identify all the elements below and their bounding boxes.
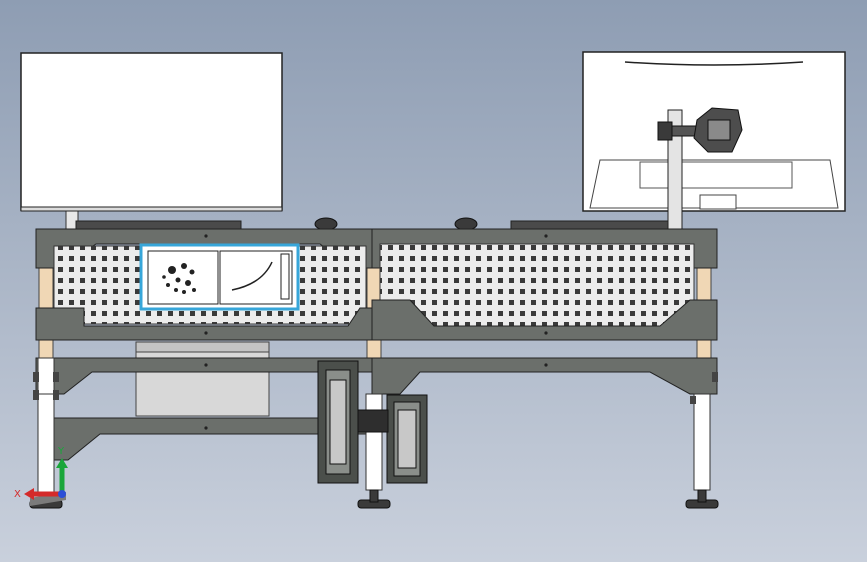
center-cabinet (135, 341, 270, 417)
frame-screws (204, 234, 548, 430)
monitor-arm-clamp (657, 121, 673, 141)
center-cabinet-top (135, 341, 270, 353)
right-pegboard-lower-frame (371, 299, 718, 341)
left-pegboard-module[interactable] (35, 228, 373, 341)
right-monitor-port (699, 194, 737, 210)
left-pegboard-lower-frame (35, 307, 373, 341)
left-leg-lower (37, 393, 55, 495)
right-monitor-stand-base (639, 161, 793, 189)
pedal-mount (357, 409, 389, 433)
center-knob (454, 217, 478, 231)
tool-tray-left-bin (147, 250, 219, 305)
curved-tool-icon (231, 261, 273, 291)
left-monitor-bezel-bottom (20, 206, 283, 212)
left-leg-bolts (33, 372, 718, 404)
right-monitor-top-curve (624, 61, 804, 66)
right-monitor[interactable] (582, 51, 846, 235)
right-leg-lower (693, 393, 711, 491)
foot-pedal-right[interactable] (386, 394, 428, 484)
vesa-plate (707, 119, 731, 141)
y-axis-label: Y (57, 446, 65, 457)
x-axis-head (24, 488, 34, 500)
right-pegboard[interactable] (379, 243, 695, 329)
parts-cluster-icon (162, 263, 196, 294)
x-axis-label: X (14, 489, 21, 500)
tool-tray-right-bin (219, 250, 293, 305)
z-axis-dot (58, 490, 66, 498)
y-axis-head (56, 458, 68, 468)
right-pegboard-module[interactable] (371, 228, 718, 341)
left-knob (314, 217, 338, 231)
left-monitor-screen (20, 52, 283, 211)
tool-tray-slot (280, 253, 290, 300)
coordinate-triad: X Y (14, 446, 68, 506)
left-leg-upper (37, 357, 55, 395)
right-monitor-housing (589, 159, 839, 209)
center-leg-lower (365, 393, 383, 491)
left-monitor[interactable] (20, 52, 283, 234)
foot-pedal-left[interactable] (317, 360, 359, 484)
